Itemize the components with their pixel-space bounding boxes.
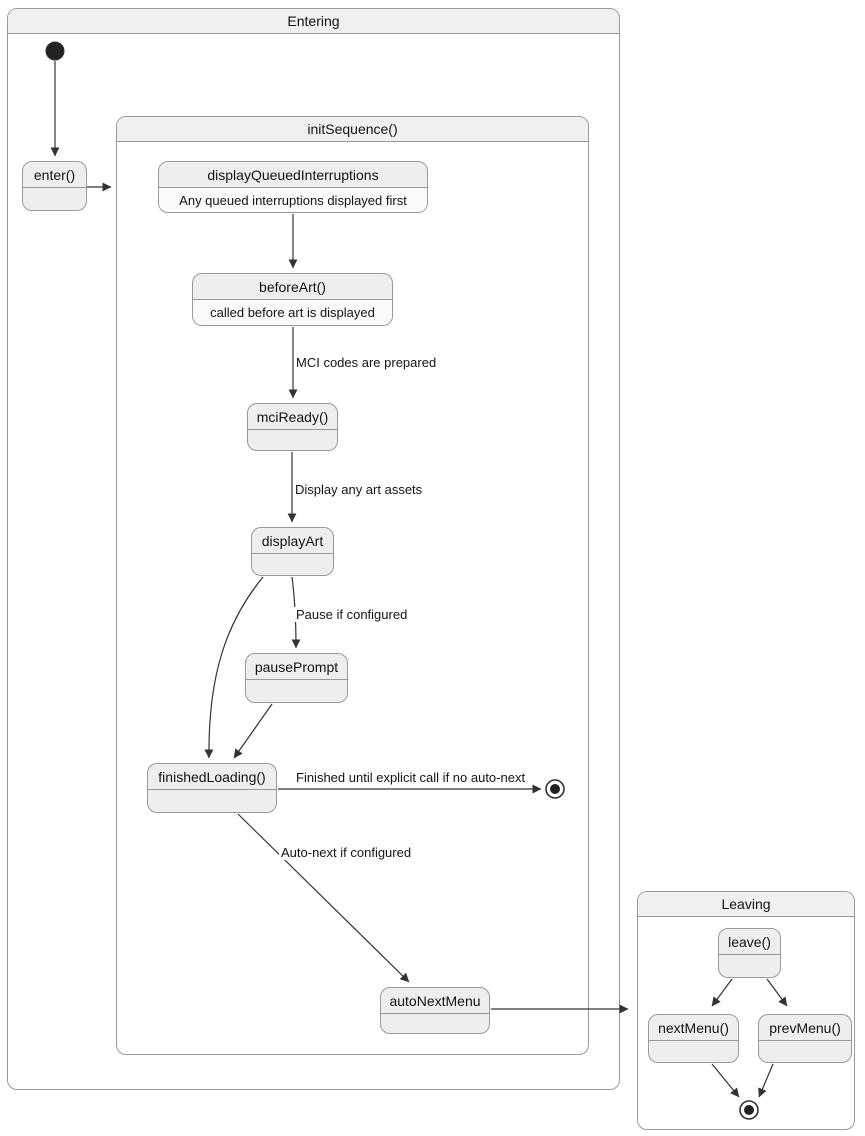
edge-label-display-art-assets: Display any art assets — [293, 482, 425, 497]
state-before-art-description: called before art is displayed — [193, 300, 392, 325]
state-auto-next-menu-body — [381, 1014, 489, 1033]
state-before-art-label: beforeArt() — [193, 274, 392, 300]
state-leave: leave() — [718, 928, 781, 978]
edge-label-pause-if-configured: Pause if configured — [294, 607, 410, 622]
state-next-menu-label: nextMenu() — [649, 1015, 738, 1041]
composite-state-init-sequence-title: initSequence() — [117, 117, 588, 142]
edge-label-auto-next-if-configured: Auto-next if configured — [279, 845, 414, 860]
state-display-queued-interruptions: displayQueuedInterruptions Any queued in… — [158, 161, 428, 213]
state-display-queued-interruptions-description: Any queued interruptions displayed first — [159, 188, 427, 212]
edge-label-finished-until-explicit: Finished until explicit call if no auto-… — [294, 770, 528, 785]
state-finished-loading-label: finishedLoading() — [148, 764, 276, 790]
state-display-art: displayArt — [251, 527, 334, 576]
edge-label-mci-codes-prepared: MCI codes are prepared — [294, 355, 439, 370]
state-leave-label: leave() — [719, 929, 780, 955]
state-auto-next-menu-label: autoNextMenu — [381, 988, 489, 1014]
state-auto-next-menu: autoNextMenu — [380, 987, 490, 1034]
state-next-menu-body — [649, 1041, 738, 1062]
state-pause-prompt-body — [246, 680, 347, 702]
state-prev-menu-body — [759, 1041, 851, 1062]
state-pause-prompt: pausePrompt — [245, 653, 348, 703]
state-leave-body — [719, 955, 780, 977]
state-enter: enter() — [22, 161, 87, 211]
state-prev-menu-label: prevMenu() — [759, 1015, 851, 1041]
composite-state-leaving-title: Leaving — [638, 892, 854, 917]
composite-state-entering-title: Entering — [8, 9, 619, 34]
state-pause-prompt-label: pausePrompt — [246, 654, 347, 680]
state-prev-menu: prevMenu() — [758, 1014, 852, 1063]
state-mci-ready: mciReady() — [247, 403, 338, 451]
state-mci-ready-body — [248, 430, 337, 450]
composite-state-entering: Entering — [7, 8, 620, 1090]
state-finished-loading: finishedLoading() — [147, 763, 277, 813]
state-enter-label: enter() — [23, 162, 86, 188]
state-before-art: beforeArt() called before art is display… — [192, 273, 393, 326]
composite-state-init-sequence: initSequence() — [116, 116, 589, 1055]
state-next-menu: nextMenu() — [648, 1014, 739, 1063]
state-finished-loading-body — [148, 790, 276, 812]
composite-state-leaving: Leaving — [637, 891, 855, 1130]
state-enter-body — [23, 188, 86, 210]
state-mci-ready-label: mciReady() — [248, 404, 337, 430]
state-display-queued-interruptions-label: displayQueuedInterruptions — [159, 162, 427, 188]
state-display-art-body — [252, 554, 333, 575]
state-display-art-label: displayArt — [252, 528, 333, 554]
